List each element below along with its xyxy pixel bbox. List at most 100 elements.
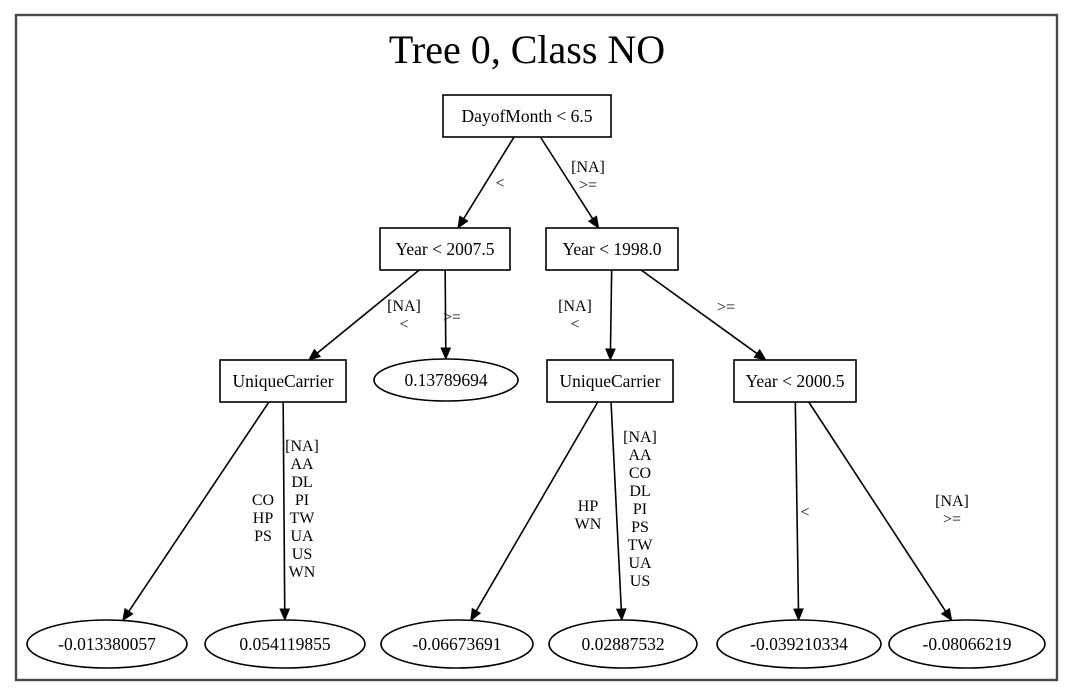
tree-edge-arrowhead xyxy=(615,608,627,622)
edge-label-line: [NA] xyxy=(623,429,657,446)
edge-label-n2-n5: [NA]< xyxy=(558,298,592,333)
split-condition-label: Year < 2007.5 xyxy=(396,239,495,259)
edge-label-line: UA xyxy=(290,528,314,545)
edge-label-line: HP xyxy=(253,510,274,527)
edge-label-line: WN xyxy=(289,564,316,581)
tree-edge-arrowhead xyxy=(587,215,600,230)
edge-label-line: PI xyxy=(633,501,647,518)
edge-label-line: >= xyxy=(717,299,735,316)
leaf-value-label: 0.054119855 xyxy=(239,634,330,654)
tree-edge-arrowhead xyxy=(793,608,804,622)
edge-label-line: CO xyxy=(629,465,651,482)
split-condition-label: UniqueCarrier xyxy=(232,371,333,391)
edge-label-line: WN xyxy=(575,516,602,533)
edge-label-n0-n2: [NA]>= xyxy=(571,159,605,194)
split-box xyxy=(545,227,679,271)
split-node-n5[interactable]: UniqueCarrier xyxy=(546,359,674,403)
split-box xyxy=(219,359,347,403)
edge-label-line: >= xyxy=(579,177,597,194)
tree-edge xyxy=(609,269,613,351)
edge-label-line: DL xyxy=(291,474,312,491)
edge-label-line: US xyxy=(630,573,650,590)
edge-label-line: [NA] xyxy=(285,438,319,455)
tree-edge xyxy=(315,269,420,355)
edge-label-line: < xyxy=(570,316,579,333)
edge-label-line: < xyxy=(399,316,408,333)
tree-edge-arrowhead xyxy=(940,607,953,622)
tree-edge xyxy=(808,401,947,613)
leaf-node-n10[interactable]: 0.02887532 xyxy=(548,619,698,669)
leaf-value-label: 0.02887532 xyxy=(581,634,664,654)
edge-label-line: PS xyxy=(254,528,272,545)
leaf-ellipse xyxy=(26,619,188,669)
figure-border xyxy=(14,13,1059,682)
split-box xyxy=(442,94,612,138)
tree-edge-arrowhead xyxy=(470,607,482,622)
edge-label-line: AA xyxy=(290,456,314,473)
edge-label-line: [NA] xyxy=(387,298,421,315)
split-node-n3[interactable]: UniqueCarrier xyxy=(219,359,347,403)
split-node-n6[interactable]: Year < 2000.5 xyxy=(733,359,857,403)
split-node-n2[interactable]: Year < 1998.0 xyxy=(545,227,679,271)
tree-edge-arrowhead xyxy=(307,348,322,361)
leaf-ellipse xyxy=(548,619,698,669)
edge-label-line: UA xyxy=(628,555,652,572)
edge-label-line: PI xyxy=(295,492,309,509)
leaf-node-n7[interactable]: -0.013380057 xyxy=(26,619,188,669)
leaf-ellipse xyxy=(373,358,519,402)
leaf-value-label: -0.08066219 xyxy=(923,634,1012,654)
split-node-n1[interactable]: Year < 2007.5 xyxy=(379,227,511,271)
split-box xyxy=(379,227,511,271)
leaf-value-label: 0.13789694 xyxy=(404,370,487,390)
leaf-node-n9[interactable]: -0.06673691 xyxy=(380,619,534,669)
split-condition-label: UniqueCarrier xyxy=(559,371,660,391)
leaf-node-n8[interactable]: 0.054119855 xyxy=(204,619,366,669)
leaf-node-n11[interactable]: -0.039210334 xyxy=(716,619,882,669)
split-box xyxy=(733,359,857,403)
leaf-node-n4[interactable]: 0.13789694 xyxy=(373,358,519,402)
leaf-ellipse xyxy=(204,619,366,669)
split-condition-label: Year < 2000.5 xyxy=(746,371,845,391)
edge-label-line: [NA] xyxy=(935,493,969,510)
edge-label-n6-n11: < xyxy=(800,504,809,521)
leaf-value-label: -0.039210334 xyxy=(750,634,848,654)
tree-edge xyxy=(282,401,286,611)
leaf-ellipse xyxy=(380,619,534,669)
edge-label-line: >= xyxy=(443,309,461,326)
tree-edge-arrowhead xyxy=(753,348,767,361)
tree-edge xyxy=(640,269,759,355)
split-box xyxy=(546,359,674,403)
tree-edge-arrowhead xyxy=(605,348,616,362)
edge-label-line: < xyxy=(800,504,809,521)
leaf-ellipse xyxy=(716,619,882,669)
edge-label-line: AA xyxy=(628,447,652,464)
edge-label-line: < xyxy=(495,175,504,192)
split-condition-label: DayofMonth < 6.5 xyxy=(462,106,593,126)
edge-label-n1-n4: >= xyxy=(443,309,461,326)
tree-edge xyxy=(462,136,515,220)
tree-edge-arrowhead xyxy=(457,215,469,230)
edge-label-line: TW xyxy=(628,537,654,554)
edges-layer xyxy=(122,136,953,622)
edge-label-n0-n1: < xyxy=(495,175,504,192)
split-node-n0[interactable]: DayofMonth < 6.5 xyxy=(442,94,612,138)
tree-edge xyxy=(539,136,594,221)
edge-label-n6-n12: [NA]>= xyxy=(935,493,969,528)
leaf-value-label: -0.013380057 xyxy=(58,634,156,654)
tree-edge-arrowhead xyxy=(122,607,134,622)
edge-label-line: TW xyxy=(290,510,316,527)
leaf-ellipse xyxy=(888,619,1046,669)
edge-label-n2-n6: >= xyxy=(717,299,735,316)
page-title: Tree 0, Class NO xyxy=(389,27,665,72)
leaf-node-n12[interactable]: -0.08066219 xyxy=(888,619,1046,669)
tree-edge-arrowhead xyxy=(279,608,291,622)
tree-edge xyxy=(610,401,623,611)
